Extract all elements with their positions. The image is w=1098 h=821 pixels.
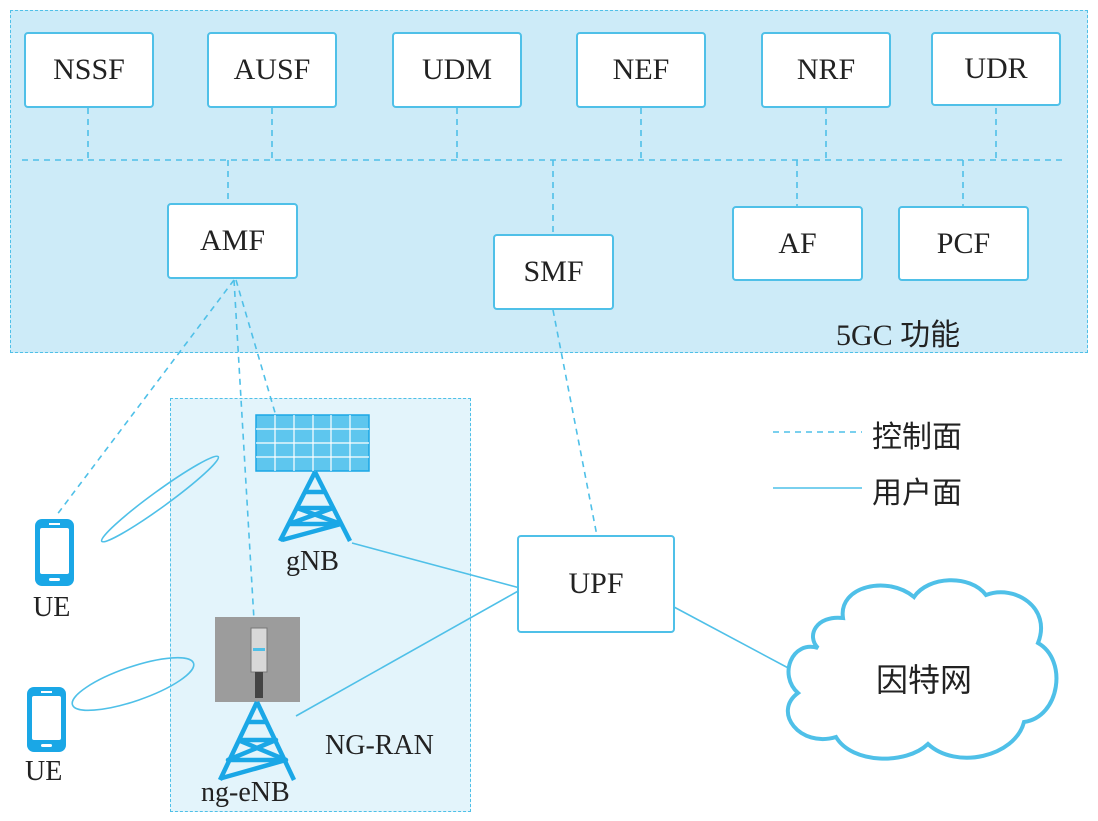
- nrf-box: NRF: [761, 32, 891, 108]
- udr-label: UDR: [964, 52, 1028, 85]
- ue-top-label: UE: [33, 592, 71, 623]
- upf-box: UPF: [517, 535, 675, 633]
- ue-bottom-label: UE: [25, 756, 63, 787]
- gnb-label: gNB: [286, 546, 339, 577]
- amf-gnb-control-line: [235, 279, 277, 417]
- internet-cloud-shape: [785, 578, 1059, 761]
- internet-label: 因特网: [876, 662, 973, 698]
- udm-label: UDM: [421, 53, 492, 86]
- amf-ue-control-line: [55, 279, 235, 517]
- ue-phone-icon-bottom: [27, 687, 66, 752]
- ng-ran-label: NG-RAN: [325, 730, 434, 761]
- smf-box: SMF: [493, 234, 614, 310]
- nef-label: NEF: [612, 53, 670, 86]
- amf-label: AMF: [199, 224, 266, 257]
- nssf-label: NSSF: [53, 53, 125, 86]
- legend-control-plane-label: 控制面: [872, 421, 962, 454]
- af-box: AF: [732, 206, 863, 281]
- pcf-box: PCF: [898, 206, 1029, 281]
- ausf-label: AUSF: [233, 53, 311, 86]
- ngenb-antenna-image: [215, 617, 300, 702]
- upf-label: UPF: [568, 567, 624, 600]
- ngenb-tower-icon: [217, 701, 297, 781]
- nef-box: NEF: [576, 32, 706, 108]
- gnb-antenna-panel: [255, 414, 370, 472]
- ue-phone-icon-top: [35, 519, 74, 586]
- gnb-upf-user-line: [351, 542, 521, 589]
- af-label: AF: [778, 226, 817, 260]
- pcf-label: PCF: [936, 226, 991, 260]
- nssf-box: NSSF: [24, 32, 154, 108]
- 5gc-core-label: 5GC 功能: [836, 319, 961, 352]
- udm-box: UDM: [392, 32, 522, 108]
- udr-box: UDR: [931, 32, 1061, 106]
- legend-user-plane-label: 用户面: [872, 477, 962, 510]
- amf-ngenb-control-line: [233, 279, 255, 621]
- gnb-radio-beam: [100, 455, 220, 543]
- ngenb-upf-user-line: [295, 589, 521, 717]
- smf-label: SMF: [523, 255, 584, 288]
- ng-enb-label: ng-eNB: [201, 777, 290, 808]
- amf-box: AMF: [167, 203, 298, 279]
- ausf-box: AUSF: [207, 32, 337, 108]
- gnb-tower-icon: [277, 470, 353, 543]
- smf-upf-control-line: [552, 309, 598, 537]
- nrf-label: NRF: [796, 53, 856, 86]
- upf-internet-user-line: [673, 606, 793, 671]
- ngenb-radio-beam: [71, 656, 195, 712]
